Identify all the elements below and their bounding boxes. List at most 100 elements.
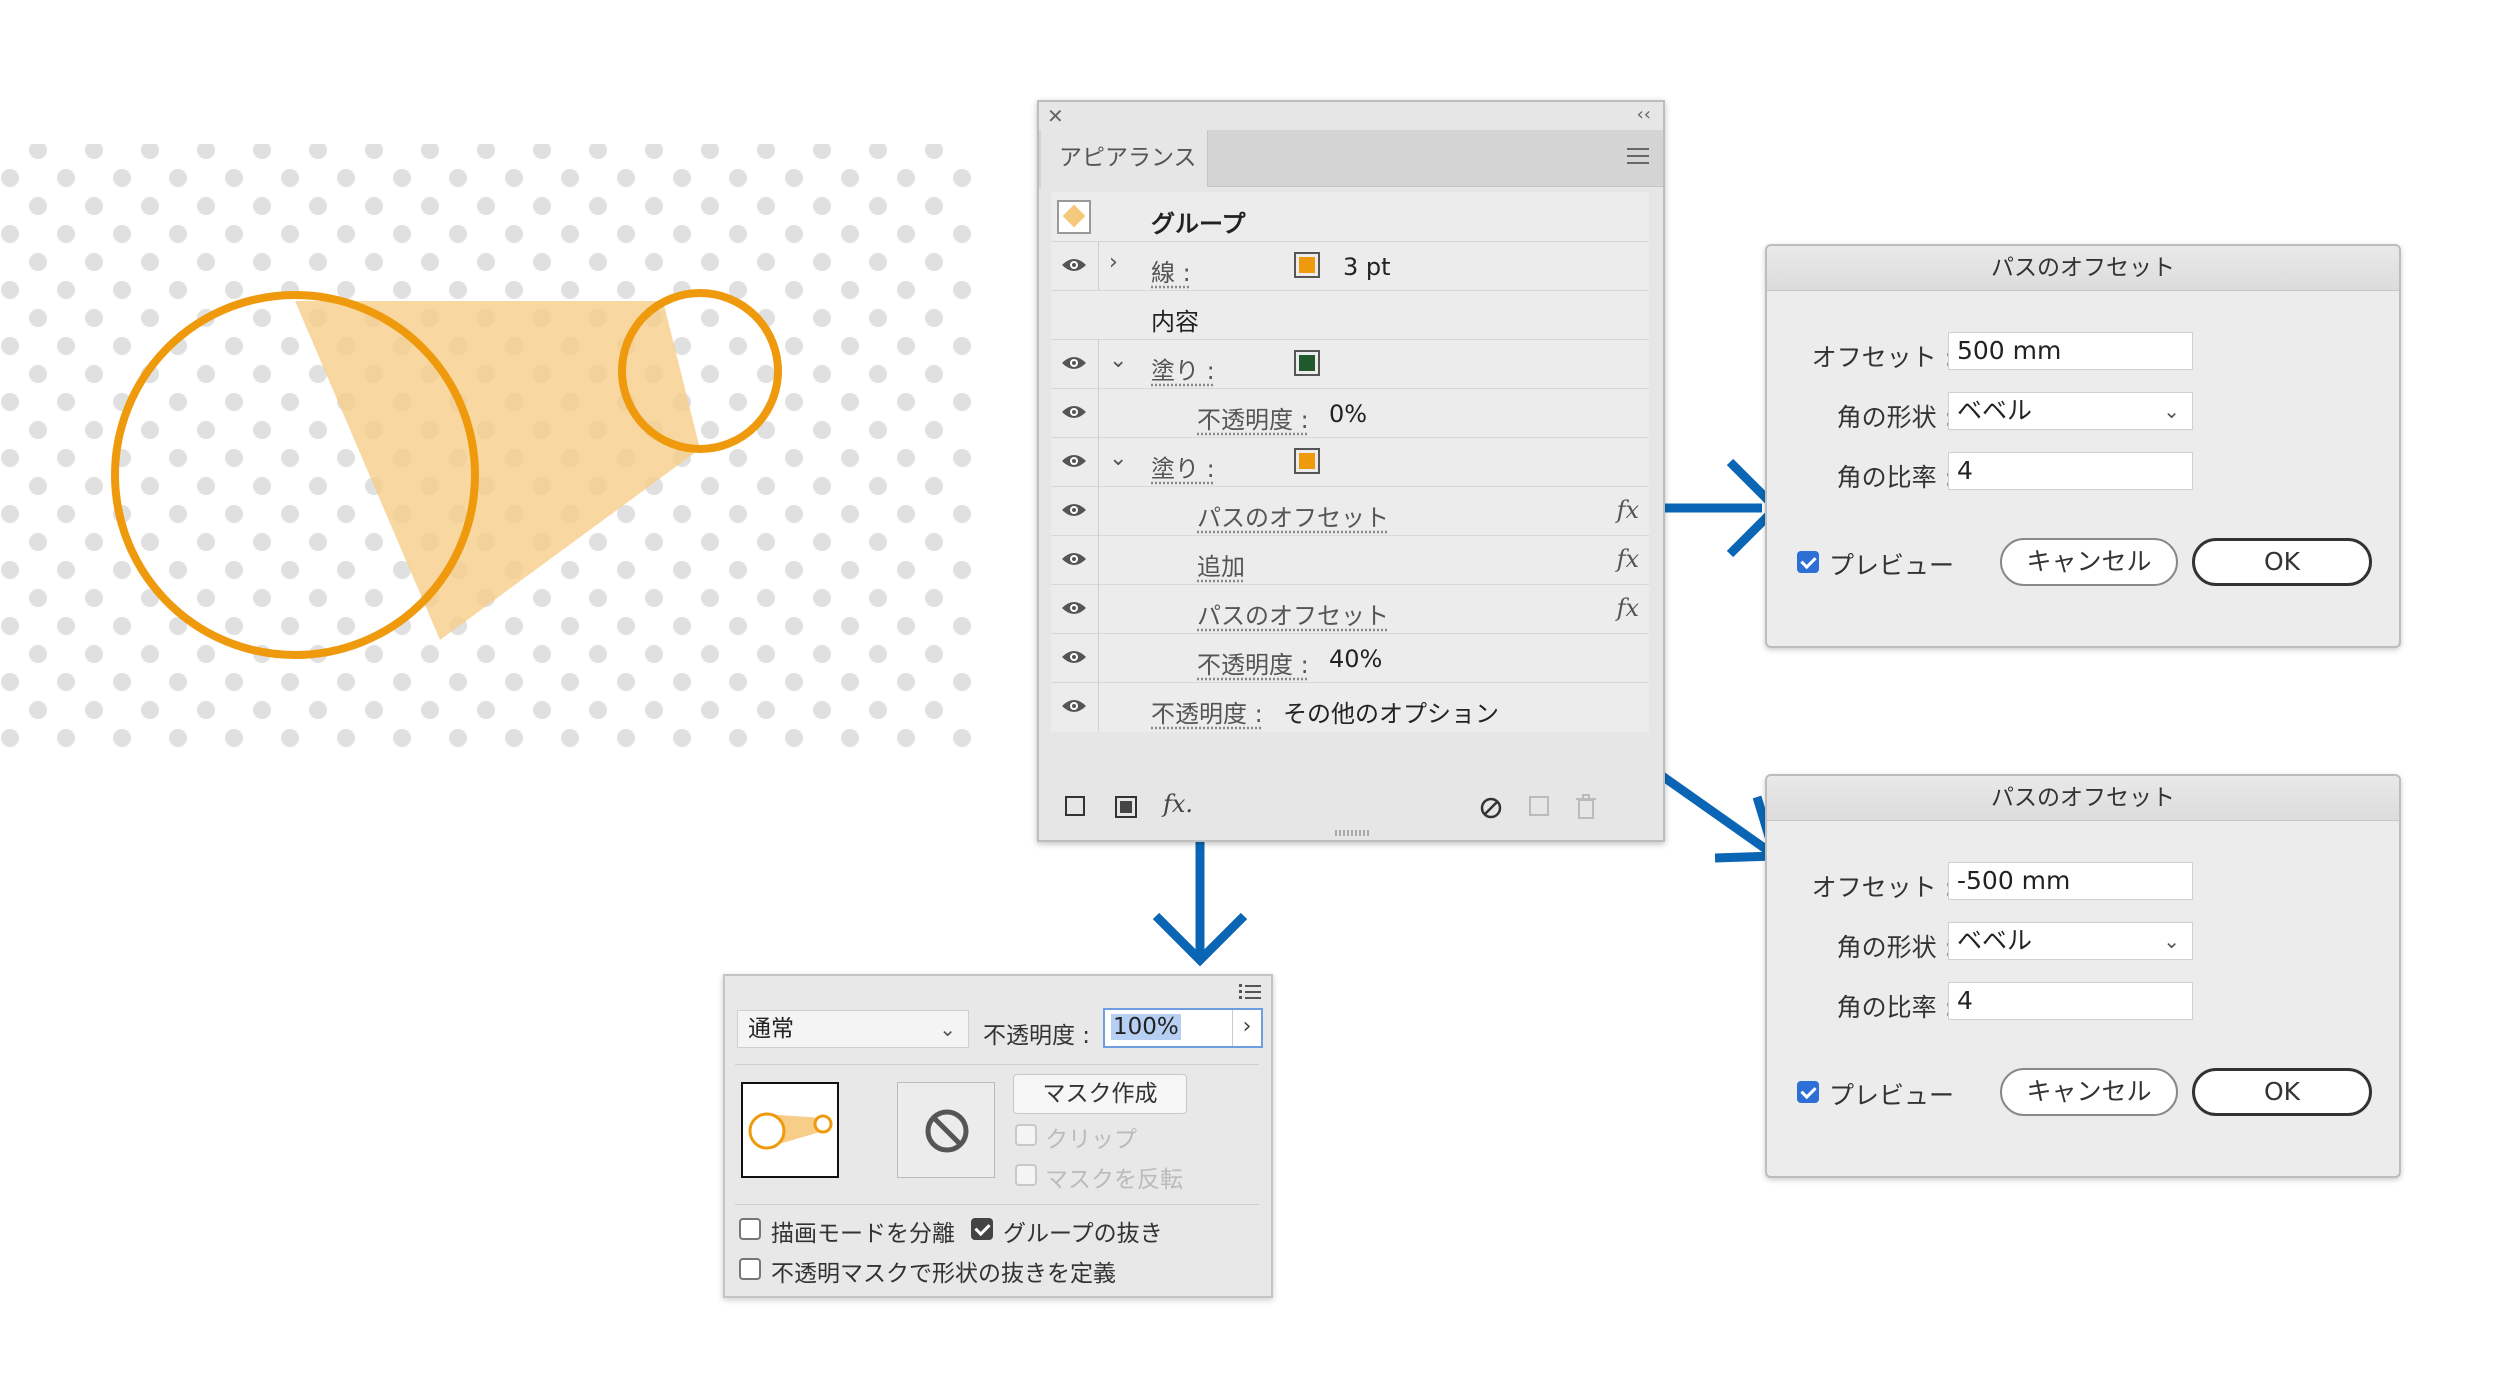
knockout-group-checkbox[interactable] [971,1218,993,1240]
opacity-label: 不透明度 : [983,1023,1091,1049]
cancel-button[interactable]: キャンセル [2000,538,2178,586]
panel-menu-icon[interactable] [1239,982,1261,1000]
opacity-mask-knockout-label: 不透明マスクで形状の抜きを定義 [771,1261,1116,1287]
no-mask-icon [925,1109,969,1153]
appearance-row-group[interactable]: グループ [1051,192,1649,242]
invert-mask-label: マスクを反転 [1045,1167,1183,1193]
visibility-eye-icon[interactable] [1061,647,1087,667]
appearance-list: グループ › 線 : 3 pt 内容 ⌄ 塗り : 不透明度 : 0% [1051,192,1649,732]
offset-label: オフセット : [1811,873,1953,902]
resize-grip[interactable] [1335,830,1371,836]
miter-limit-input[interactable]: 4 [1948,452,2193,490]
large-orange-circle [111,291,479,659]
visibility-eye-icon[interactable] [1061,598,1087,618]
visibility-eye-icon[interactable] [1061,255,1087,275]
preview-label: プレビュー [1829,1081,1955,1110]
opacity-mask-knockout-checkbox[interactable] [739,1258,761,1280]
invert-mask-checkbox[interactable] [1015,1164,1037,1186]
appearance-row-pathfinder-add[interactable]: 追加 fx [1051,535,1649,585]
panel-menu-icon[interactable] [1627,148,1649,168]
clip-label: クリップ [1045,1127,1137,1153]
add-new-fill-icon[interactable] [1115,796,1137,818]
preview-checkbox[interactable] [1797,1081,1819,1103]
duplicate-item-icon[interactable] [1529,796,1549,816]
appearance-row-stroke[interactable]: › 線 : 3 pt [1051,241,1649,291]
joins-select[interactable]: ベベル⌄ [1948,922,2193,960]
expand-chevron-down-icon[interactable]: ⌄ [1109,348,1128,373]
group-thumbnail-icon [1057,200,1091,234]
isolate-blending-checkbox[interactable] [739,1218,761,1240]
opacity-mask-thumbnail[interactable] [897,1082,995,1178]
stroke-label[interactable]: 線 : [1151,259,1191,287]
appearance-panel: ✕ ‹‹ アピアランス グループ › 線 : 3 pt 内容 [1037,100,1665,842]
make-mask-button[interactable]: マスク作成 [1013,1074,1187,1114]
visibility-eye-icon[interactable] [1061,353,1087,373]
appearance-row-offset-path-2[interactable]: パスのオフセット fx [1051,584,1649,634]
tab-appearance[interactable]: アピアランス [1041,130,1208,187]
transparency-panel: 通常 ⌄ 不透明度 : 100% › マスク作成 クリップ マスクを反転 描画モ… [723,974,1273,1298]
offset-path-dialog-1: パスのオフセット オフセット : 500 mm 角の形状 : ベベル⌄ 角の比率… [1765,244,2401,648]
knockout-group-label: グループの抜き [1003,1221,1163,1247]
add-new-effect-fx-icon[interactable]: fx. [1163,790,1194,818]
thumbnail-shape-icon [748,1112,833,1150]
delete-item-trash-icon[interactable] [1575,794,1597,820]
appearance-row-offset-path-1[interactable]: パスのオフセット fx [1051,486,1649,536]
miter-limit-label: 角の比率 : [1836,463,1953,492]
preview-checkbox[interactable] [1797,551,1819,573]
miter-limit-label: 角の比率 : [1836,993,1953,1022]
visibility-eye-icon[interactable] [1061,549,1087,569]
appearance-row-fill-2-opacity[interactable]: 不透明度 : 40% [1051,633,1649,683]
appearance-row-fill-1-opacity[interactable]: 不透明度 : 0% [1051,388,1649,438]
group-label: グループ [1151,210,1246,238]
expand-chevron-down-icon[interactable]: ⌄ [1109,446,1128,471]
offset-input[interactable]: -500 mm [1948,862,2193,900]
effect-offset-path-link[interactable]: パスのオフセット [1197,602,1389,630]
visibility-eye-icon[interactable] [1061,451,1087,471]
artwork-canvas [0,144,980,754]
appearance-row-group-opacity[interactable]: 不透明度 : その他のオプション [1051,682,1649,731]
visibility-eye-icon[interactable] [1061,500,1087,520]
ok-button[interactable]: OK [2192,538,2372,586]
fill-color-swatch-green[interactable] [1294,350,1320,376]
offset-path-dialog-2: パスのオフセット オフセット : -500 mm 角の形状 : ベベル⌄ 角の比… [1765,774,2401,1178]
appearance-row-fill-2[interactable]: ⌄ 塗り : [1051,437,1649,487]
stroke-weight-value: 3 pt [1343,253,1391,281]
visibility-eye-icon[interactable] [1061,696,1087,716]
appearance-row-fill-1[interactable]: ⌄ 塗り : [1051,339,1649,389]
opacity-value: 40% [1329,645,1383,673]
miter-limit-input[interactable]: 4 [1948,982,2193,1020]
effect-offset-path-link[interactable]: パスのオフセット [1197,504,1389,532]
appearance-footer: fx. [1039,778,1663,840]
fill-label[interactable]: 塗り : [1151,455,1215,483]
chevron-right-icon[interactable]: › [1232,1010,1261,1046]
blend-mode-select[interactable]: 通常 ⌄ [737,1010,969,1048]
opacity-input[interactable]: 100% › [1103,1008,1263,1048]
opacity-label[interactable]: 不透明度 : [1197,651,1309,679]
opacity-label[interactable]: 不透明度 : [1197,406,1309,434]
contents-label: 内容 [1151,308,1199,336]
fx-icon[interactable]: fx [1616,545,1639,573]
cancel-button[interactable]: キャンセル [2000,1068,2178,1116]
visibility-eye-icon[interactable] [1061,402,1087,422]
clip-checkbox[interactable] [1015,1124,1037,1146]
dialog-title: パスのオフセット [1767,776,2399,821]
clear-appearance-icon[interactable] [1479,796,1503,820]
fill-color-swatch-orange[interactable] [1294,448,1320,474]
opacity-label[interactable]: 不透明度 : [1151,700,1263,728]
stroke-color-swatch[interactable] [1294,252,1320,278]
fill-label[interactable]: 塗り : [1151,357,1215,385]
tangent-fill-shape [295,301,700,640]
add-new-stroke-icon[interactable] [1065,796,1085,816]
offset-input[interactable]: 500 mm [1948,332,2193,370]
collapse-icon[interactable]: ‹‹ [1636,104,1651,125]
close-icon[interactable]: ✕ [1047,104,1064,128]
expand-chevron-right-icon[interactable]: › [1109,250,1118,275]
preview-label: プレビュー [1829,551,1955,580]
fx-icon[interactable]: fx [1616,594,1639,622]
fx-icon[interactable]: fx [1616,496,1639,524]
artwork-thumbnail[interactable] [741,1082,839,1178]
ok-button[interactable]: OK [2192,1068,2372,1116]
joins-select[interactable]: ベベル⌄ [1948,392,2193,430]
effect-add-link[interactable]: 追加 [1197,553,1245,581]
appearance-row-contents[interactable]: 内容 [1051,290,1649,340]
